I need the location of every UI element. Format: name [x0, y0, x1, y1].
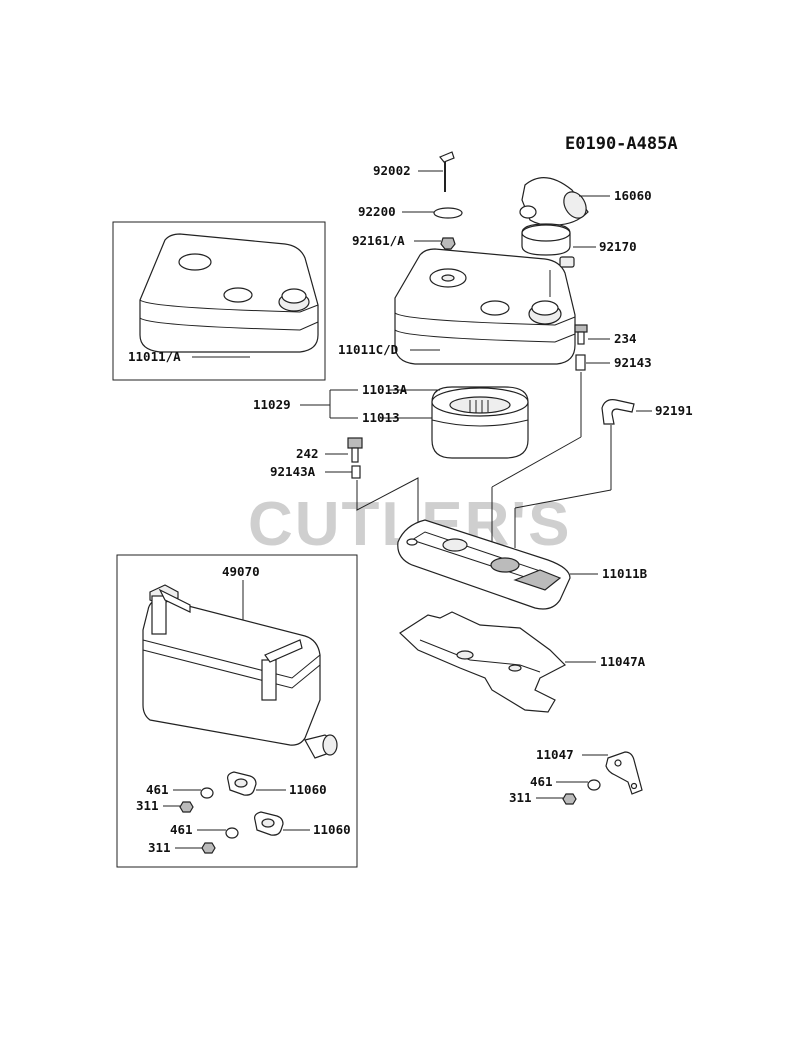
label-16060: 16060	[614, 188, 652, 203]
cover-11011cd-drawing	[394, 248, 576, 365]
part-11011b-base	[397, 519, 571, 610]
inset-box-muffler	[116, 554, 358, 868]
gasket-2-hole	[261, 818, 275, 828]
leader-lines	[163, 170, 652, 849]
part-311-nut-1	[179, 801, 194, 813]
part-242-bolt	[347, 437, 363, 463]
label-92200: 92200	[358, 204, 396, 219]
part-461-washer-right	[587, 779, 601, 791]
label-92002: 92002	[373, 163, 411, 178]
part-11047-bracket	[605, 751, 643, 795]
label-11013: 11013	[362, 410, 400, 425]
label-11047: 11047	[536, 747, 574, 762]
diagram-code: E0190-A485A	[565, 134, 678, 154]
inset-box-cover-11011a	[112, 221, 326, 381]
label-311-1: 311	[136, 798, 159, 813]
part-11047a-plate	[399, 611, 567, 713]
label-11011a: 11011/A	[128, 349, 181, 364]
label-11029: 11029	[253, 397, 291, 412]
part-92161a-nut	[440, 237, 456, 250]
label-92161a: 92161/A	[352, 233, 405, 248]
label-242: 242	[296, 446, 319, 461]
part-92143-spacer	[575, 354, 586, 371]
label-92191: 92191	[655, 403, 693, 418]
label-92170: 92170	[599, 239, 637, 254]
part-49070-muffler	[142, 584, 338, 759]
label-92143a: 92143A	[270, 464, 316, 479]
label-311-right: 311	[509, 790, 532, 805]
part-311-nut-right	[562, 793, 577, 805]
leader-92143-diag	[491, 436, 582, 488]
part-311-nut-2	[201, 842, 216, 854]
part-234-bolt	[574, 324, 588, 345]
label-92143: 92143	[614, 355, 652, 370]
part-16060-elbow	[519, 177, 589, 226]
part-92191-hose	[514, 399, 635, 548]
leader-92143a	[356, 477, 419, 548]
part-11013-air-filter	[431, 386, 529, 459]
label-11060-1: 11060	[289, 782, 327, 797]
label-11011cd: 11011C/D	[338, 342, 398, 357]
label-461-1: 461	[146, 782, 169, 797]
label-49070: 49070	[222, 564, 260, 579]
label-11013a: 11013A	[362, 382, 408, 397]
cover-11011a-drawing	[139, 233, 319, 353]
part-461-washer-2	[225, 827, 239, 839]
label-11047a: 11047A	[600, 654, 646, 669]
part-92143a-spacer	[351, 465, 361, 479]
label-11060-2: 11060	[313, 822, 351, 837]
label-461-2: 461	[170, 822, 193, 837]
part-92002-stud	[439, 151, 455, 192]
part-92200-washer	[433, 207, 463, 219]
part-92170-clamp	[521, 223, 575, 297]
label-234: 234	[614, 331, 637, 346]
part-461-washer-1	[200, 787, 214, 799]
label-11011b: 11011B	[602, 566, 648, 581]
label-461-right: 461	[530, 774, 553, 789]
label-311-2: 311	[148, 840, 171, 855]
gasket-1-hole	[234, 778, 248, 788]
